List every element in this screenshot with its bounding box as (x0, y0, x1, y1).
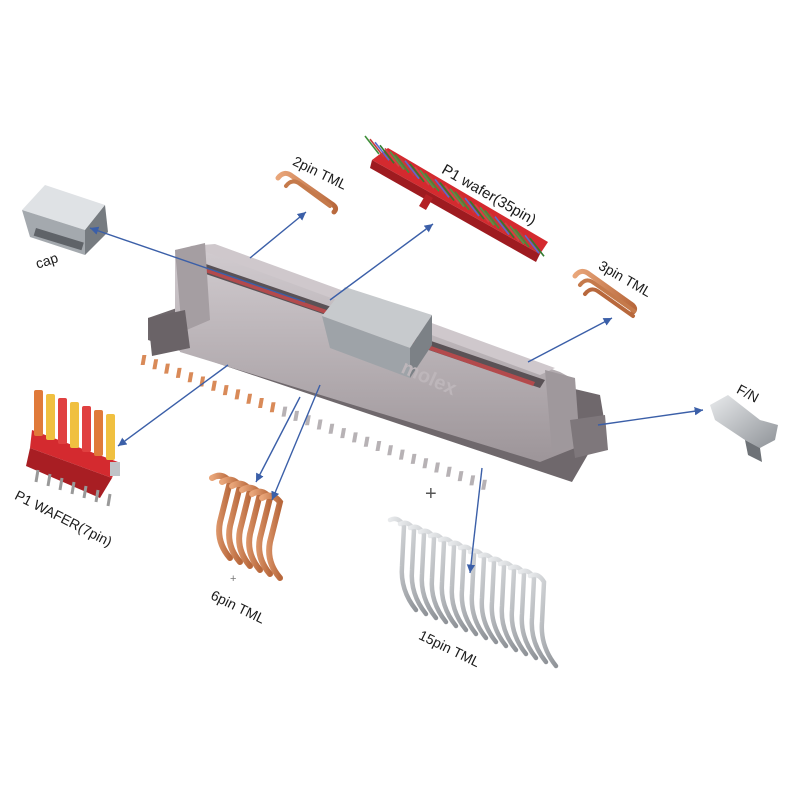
arrow-to-cap (89, 226, 306, 303)
tml-15pin-part (387, 516, 559, 669)
tml-6pin-part (209, 472, 284, 581)
arrow-to-wafer7 (117, 364, 229, 447)
arrow-to-2pin (249, 211, 307, 259)
cap-part (22, 185, 108, 255)
arrow-to-6pin-b (271, 384, 321, 501)
fn-part (710, 395, 778, 462)
plus-mark-small: + (230, 573, 236, 585)
arrow-to-15pin (466, 467, 483, 574)
callout-arrows (89, 211, 704, 574)
p1-wafer-35pin-part (364, 135, 548, 262)
p1-wafer-7pin-part (26, 390, 120, 507)
tml-2pin-part (275, 170, 339, 215)
arrow-to-wafer35 (329, 223, 434, 301)
plus-mark: + (425, 483, 437, 505)
arrow-to-fn (597, 407, 704, 426)
cap-on-housing (322, 287, 432, 378)
tml-3pin-part (572, 268, 638, 318)
arrow-to-6pin-a (255, 396, 301, 483)
arrow-to-3pin (527, 317, 613, 363)
bottom-terminal-tails (140, 355, 487, 490)
